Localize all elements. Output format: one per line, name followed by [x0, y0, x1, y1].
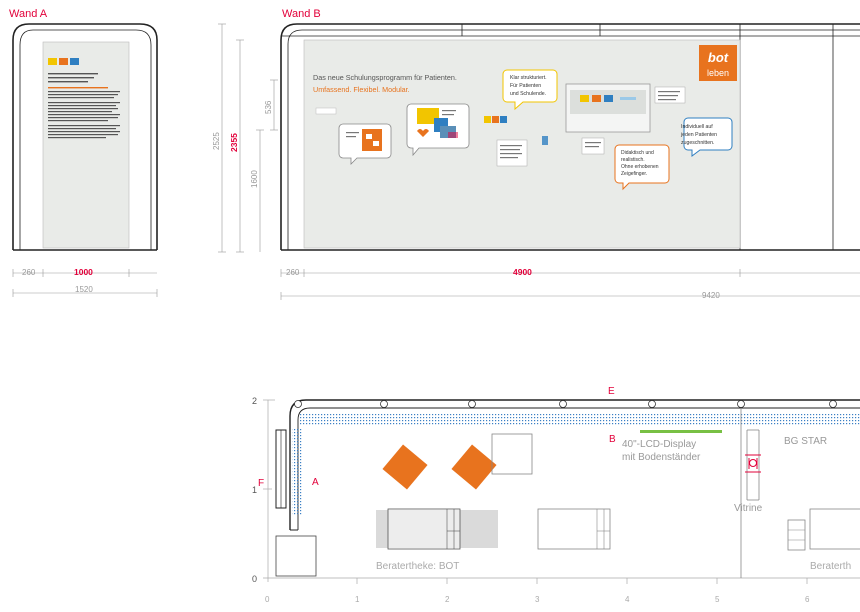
y-tick-1: 1: [252, 485, 257, 495]
wall-b-dim-total: 9420: [702, 291, 720, 300]
wall-a-text-lines: [48, 73, 120, 139]
wall-a-graphic-panel: [42, 41, 130, 249]
counter-bot: [387, 508, 461, 550]
y-tick-2: 2: [252, 396, 257, 406]
bg-star-label: BG STAR: [784, 436, 827, 447]
orange-chair-right: [451, 444, 497, 490]
x-tick-4: 4: [625, 595, 630, 604]
bubble-individual-l3: zugeschnitten.: [681, 140, 714, 146]
bubble-structured-l2: Für Patienten: [510, 83, 541, 89]
floor-plan-axes: [263, 399, 860, 584]
bubble-didactic-l1: Didaktisch und: [621, 150, 654, 156]
floor-plan: 2 1 0 0 1 2 3 4 5 6 40"-LCD-Disp: [252, 386, 860, 604]
y-tick-0: 0: [252, 574, 257, 584]
wall-b-headline: Das neue Schulungsprogramm für Patienten…: [313, 73, 457, 82]
bubble-structured-l3: und Schulende.: [510, 91, 546, 97]
logo-line2: leben: [707, 68, 729, 78]
lighting-dots-top: [300, 414, 860, 426]
wall-b-dim-offset: 260: [286, 268, 300, 277]
wall-a-logos: [48, 58, 79, 65]
wall-b-elevation: Wand B 2525 2355 1600 536 Das neue Schul…: [212, 8, 860, 300]
counter-middle: [537, 508, 611, 550]
wall-a-dim-panel: 1000: [74, 267, 93, 277]
wall-b-dim-panel-height: 2355: [229, 133, 239, 152]
logo-line1: bot: [708, 50, 729, 65]
bubble-individual-l1: Individuell auf: [681, 124, 713, 130]
wall-a-title: Wand A: [9, 8, 48, 20]
wall-b-dim-upper-height: 536: [264, 100, 273, 114]
wall-a-frame-inner: [19, 29, 152, 250]
wall-b-dim-total-height: 2525: [212, 132, 221, 150]
x-tick-1: 1: [355, 595, 360, 604]
wall-b-title: Wand B: [282, 8, 321, 20]
wall-a-elevation: Wand A: [9, 8, 158, 297]
x-tick-2: 2: [445, 595, 450, 604]
wall-b-artwork: [315, 83, 686, 167]
label-wall-f: F: [258, 478, 264, 489]
wall-a-frame-outer: [12, 23, 158, 250]
lighting-dots-left: [292, 428, 302, 516]
wall-a-dim-offset: 260: [22, 268, 36, 277]
storage-box: [275, 535, 317, 577]
wall-b-frame-outer: [280, 23, 860, 250]
orange-chair-left: [382, 444, 428, 490]
counter-bot-label: Beratertheke: BOT: [376, 561, 459, 572]
wall-a-dimensions: [12, 269, 158, 297]
wall-b-horizontal-dimensions: [280, 269, 860, 300]
wall-a-dim-total: 1520: [75, 285, 93, 294]
vitrine-label: Vitrine: [734, 503, 763, 514]
lcd-label-line2: mit Bodenständer: [622, 452, 701, 463]
wall-b-vertical-dimensions: [218, 23, 278, 253]
bot-leben-logo: bot leben: [699, 45, 737, 81]
label-wall-b: B: [609, 434, 616, 445]
wall-b-dim-panel: 4900: [513, 267, 532, 277]
bubble-didactic: Didaktisch und realistisch. Ohne erhoben…: [614, 144, 670, 191]
lcd-display: [640, 430, 722, 433]
small-table: [491, 433, 533, 475]
bubble-didactic-l3: Ohne erhobenen: [621, 164, 659, 170]
wall-e-and-a: [289, 399, 860, 530]
bubble-individual: Individuell auf jeden Patienten zugeschn…: [680, 117, 733, 157]
divider-wall: [740, 408, 760, 578]
stool-right: [787, 519, 806, 551]
vitrine-icon: [745, 454, 761, 473]
counter-right: [809, 508, 860, 550]
lcd-label-line1: 40"-LCD-Display: [622, 439, 696, 450]
label-wall-a: A: [312, 477, 319, 488]
x-tick-3: 3: [535, 595, 540, 604]
label-wall-e: E: [608, 386, 615, 397]
bubble-structured: Klar strukturiert. Für Patienten und Sch…: [502, 69, 558, 111]
bubble-didactic-l2: realistisch.: [621, 157, 645, 163]
wall-b-frame-inner: [287, 29, 860, 250]
wall-b-dim-lower-height: 1600: [250, 170, 259, 188]
bubble-individual-l2: jeden Patienten: [680, 132, 717, 138]
x-tick-6: 6: [805, 595, 810, 604]
bubble-didactic-l4: Zeigefinger.: [621, 171, 647, 177]
bubble-structured-l1: Klar strukturiert.: [510, 75, 547, 81]
wall-connectors: [294, 400, 837, 408]
x-tick-5: 5: [715, 595, 720, 604]
wall-b-subline: Umfassend. Flexibel. Modular.: [313, 85, 410, 94]
x-tick-0: 0: [265, 595, 270, 604]
counter-right-label: Beraterth: [810, 561, 851, 572]
